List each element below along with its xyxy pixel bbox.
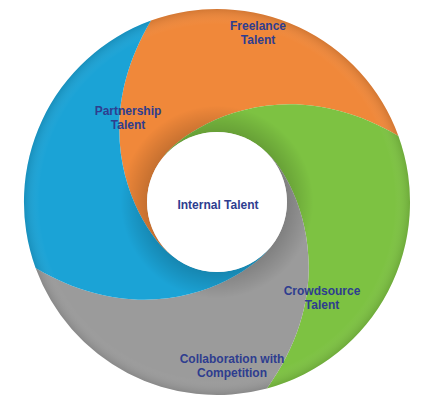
collaboration-band: Collaboration with Competition (176, 348, 288, 384)
band-label: Partnership Talent (87, 104, 169, 132)
inner-circle (147, 132, 287, 272)
ring-shading (24, 9, 410, 395)
band-label: Crowdsource Talent (280, 284, 364, 312)
freelance-band: Freelance Talent (219, 15, 297, 51)
internal-circle: Internal Talent (163, 175, 273, 235)
band-label: Internal Talent (177, 198, 258, 212)
band-label: Freelance Talent (219, 19, 297, 47)
partnership-band: Partnership Talent (87, 100, 169, 136)
band-label: Collaboration with Competition (176, 352, 288, 380)
crowdsource-band: Crowdsource Talent (280, 280, 364, 316)
